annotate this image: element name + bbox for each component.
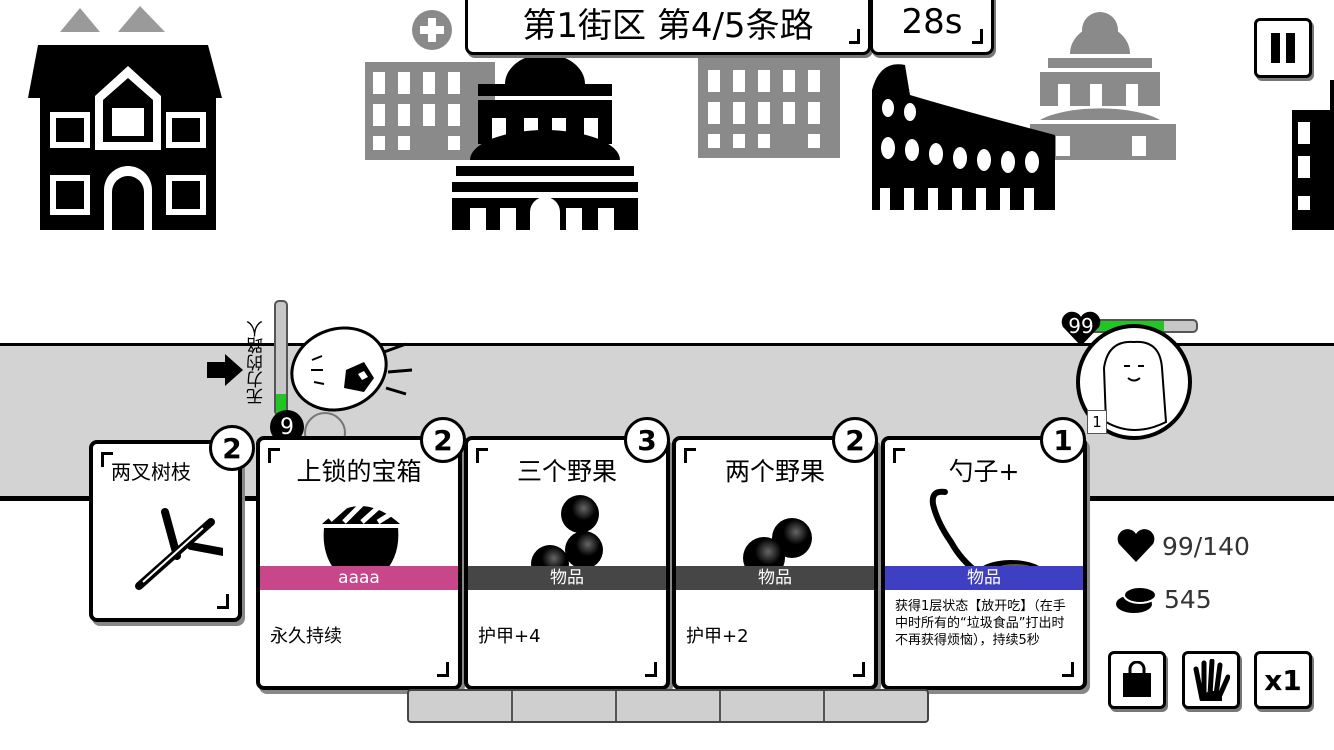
timer-label: 28s <box>901 2 963 42</box>
hand-slot <box>513 691 617 721</box>
tower-icon <box>1292 80 1334 230</box>
speed-button[interactable]: x1 <box>1254 651 1312 709</box>
pause-button[interactable] <box>1254 18 1312 78</box>
card-count-badge: 1 <box>1040 417 1086 463</box>
card-branch[interactable]: 两叉树枝 <box>89 440 242 622</box>
hand-slots-bar <box>407 689 929 723</box>
hp-stat: 99/140 <box>1116 528 1250 564</box>
gold-value: 545 <box>1164 584 1212 614</box>
card-title: 勺子+ <box>948 457 1020 486</box>
cathedral-icon <box>452 54 638 230</box>
enemy-character[interactable] <box>284 324 414 414</box>
card-type-band: 物品 <box>885 566 1083 590</box>
cathedral-icon-far <box>1030 12 1176 160</box>
card-three-berries[interactable]: 三个野果 物品 护甲+4 <box>464 436 670 690</box>
location-banner: 第1街区 第4/5条路 <box>465 0 871 55</box>
speed-label: x1 <box>1264 663 1302 697</box>
mountain-icon <box>60 6 165 32</box>
bag-icon <box>1123 661 1151 697</box>
card-spoon[interactable]: 勺子+ 物品 获得1层状态【放开吃】（在手中时所有的“垃圾食品”打出时不再获得烦… <box>881 436 1087 690</box>
card-type-band: 物品 <box>676 566 874 590</box>
colosseum-icon <box>872 64 1055 211</box>
enemy-name: 无力的路人 <box>247 320 267 405</box>
gold-stat: 545 <box>1112 582 1212 616</box>
card-type-band: 物品 <box>468 566 666 590</box>
location-label: 第1街区 第4/5条路 <box>522 5 814 46</box>
card-description: 护甲+2 <box>686 626 749 647</box>
card-two-berries[interactable]: 两个野果 物品 护甲+2 <box>672 436 878 690</box>
card-title: 三个野果 <box>516 457 617 486</box>
heart-icon: 99 <box>1060 310 1102 348</box>
hand-slot <box>617 691 721 721</box>
hp-value: 99/140 <box>1162 531 1250 561</box>
enemy-hp-bar <box>274 300 288 416</box>
card-count-badge: 2 <box>832 417 878 463</box>
road-edge-top <box>0 343 1334 346</box>
card-count-badge: 3 <box>624 417 670 463</box>
apartment-icon <box>698 58 840 158</box>
hand-icon <box>1193 659 1230 701</box>
house-icon <box>28 45 222 230</box>
hand-slot <box>409 691 513 721</box>
heart-icon <box>1117 529 1155 562</box>
bag-button[interactable] <box>1108 651 1166 709</box>
player-hp-badge: 99 <box>1068 314 1094 338</box>
card-description: 护甲+4 <box>478 626 541 647</box>
arrow-right-icon <box>207 354 243 386</box>
player-buff-count: 1 <box>1087 410 1107 434</box>
hand-slot <box>721 691 825 721</box>
card-description: 获得1层状态【放开吃】（在手中时所有的“垃圾食品”打出时不再获得烦恼），持续5秒 <box>895 599 1066 648</box>
card-title: 两个野果 <box>724 457 825 486</box>
pause-icon <box>1271 33 1295 63</box>
card-count-badge: 2 <box>209 425 255 471</box>
card-count-badge: 2 <box>420 417 466 463</box>
hand-button[interactable] <box>1182 651 1240 709</box>
card-title: 两叉树枝 <box>111 460 191 484</box>
card-locked-chest[interactable]: 上锁的宝箱 aaaa 永久持续 <box>256 436 462 690</box>
card-description: 永久持续 <box>270 626 342 647</box>
card-title: 上锁的宝箱 <box>296 457 422 486</box>
card-type-band: aaaa <box>260 566 458 590</box>
city-skyline <box>28 6 1334 230</box>
branch-icon <box>135 508 223 590</box>
coins-icon <box>1116 586 1157 613</box>
timer-banner: 28s <box>870 0 994 55</box>
hospital-icon <box>365 10 495 160</box>
hand-slot <box>825 691 927 721</box>
